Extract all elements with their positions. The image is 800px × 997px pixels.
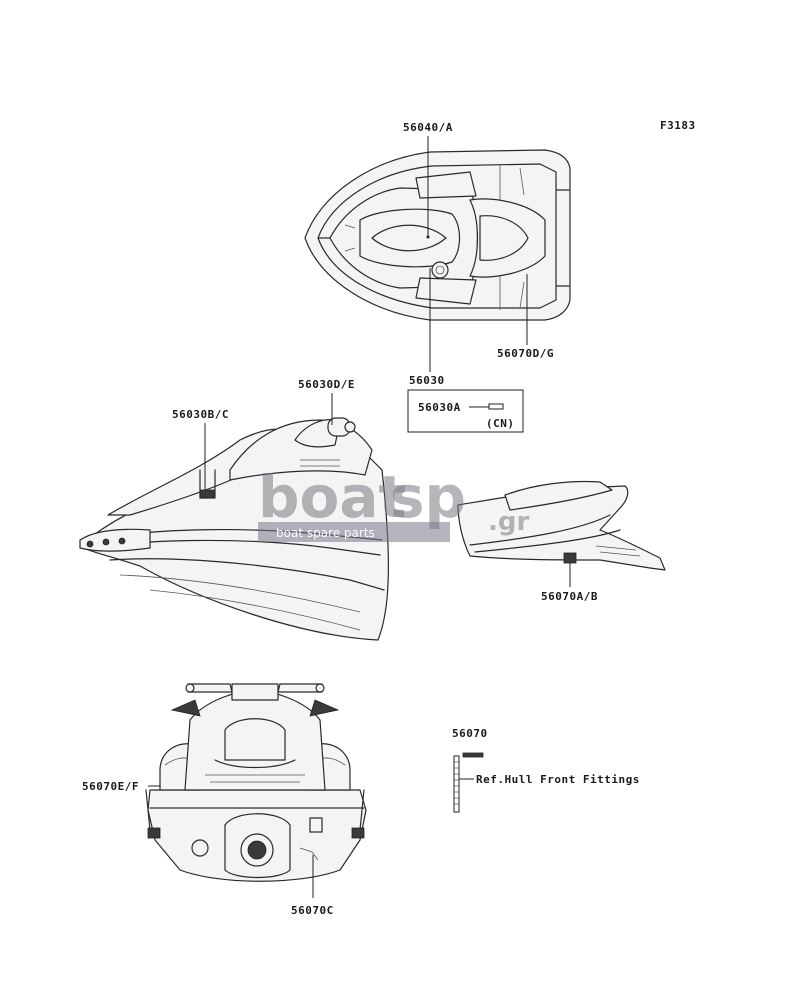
watermark-logo: boat sp .gr boat spare parts bbox=[258, 463, 529, 542]
figure-code: F3183 bbox=[660, 119, 696, 132]
watermark-brand-right: sp bbox=[390, 463, 466, 531]
hull-fittings-strip-icon bbox=[453, 755, 460, 813]
label-56070-d-g: 56070D/G bbox=[497, 347, 554, 360]
label-56030-b-c: 56030B/C bbox=[172, 408, 229, 421]
label-56070c: 56070C bbox=[291, 904, 334, 917]
watermark-tagline: boat spare parts bbox=[276, 526, 375, 540]
decal-56070-icon bbox=[462, 752, 484, 758]
rear-side-view-illustration bbox=[457, 480, 666, 571]
top-view-illustration bbox=[304, 149, 571, 321]
label-56070: 56070 bbox=[452, 727, 488, 740]
watermark-suffix: .gr bbox=[488, 507, 529, 537]
label-56030a: 56030A bbox=[418, 401, 461, 414]
label-56040-a: 56040/A bbox=[403, 121, 453, 134]
label-56070-e-f: 56070E/F bbox=[82, 780, 139, 793]
label-cn: (CN) bbox=[486, 417, 515, 430]
watermark-brand-left: boat bbox=[258, 463, 406, 531]
label-ref-hull-front-fittings: Ref.Hull Front Fittings bbox=[476, 773, 640, 786]
detail-box-56030 bbox=[407, 389, 524, 433]
decal-56030a-icon bbox=[488, 403, 504, 410]
label-56030: 56030 bbox=[409, 374, 445, 387]
rear-view-illustration bbox=[145, 683, 367, 882]
label-56070-a-b: 56070A/B bbox=[541, 590, 598, 603]
side-view-illustration bbox=[79, 417, 390, 641]
label-56030-d-e: 56030D/E bbox=[298, 378, 355, 391]
